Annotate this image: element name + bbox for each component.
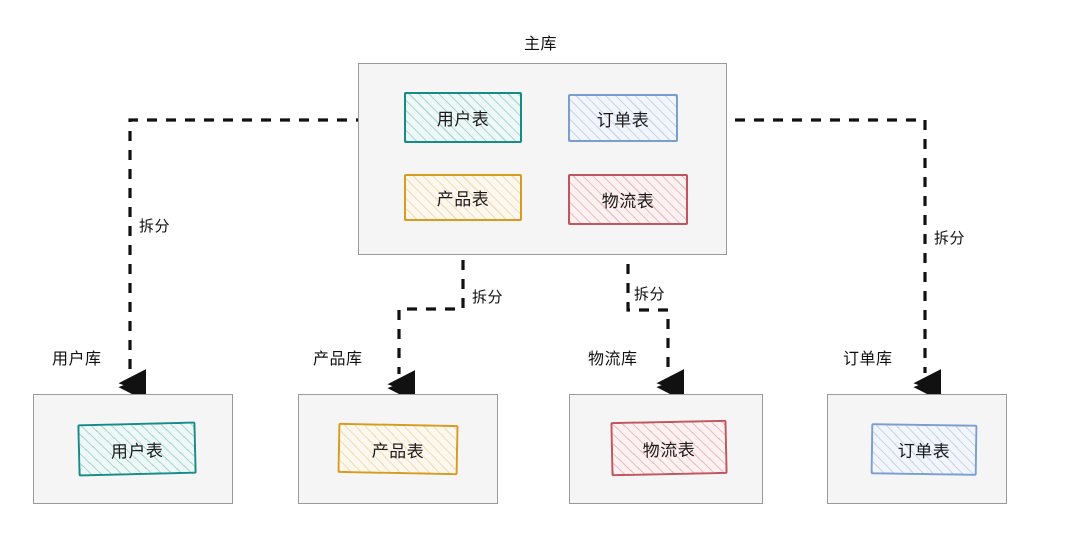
main-db-title: 主库 bbox=[524, 36, 558, 53]
edge-label-1: 拆分 bbox=[472, 289, 504, 306]
edge-label-2: 拆分 bbox=[634, 286, 666, 303]
shard-db-label-订单库: 订单库 bbox=[843, 351, 893, 368]
shard-table-用户表-0[interactable]: 用户表 bbox=[77, 421, 197, 477]
edge-label-3: 拆分 bbox=[934, 230, 966, 247]
main-table-订单表[interactable]: 订单表 bbox=[568, 94, 678, 142]
hatch-fill bbox=[406, 94, 520, 141]
shard-db-label-用户库: 用户库 bbox=[52, 351, 102, 368]
edge-label-0: 拆分 bbox=[139, 218, 171, 235]
hatch-fill bbox=[406, 176, 520, 219]
main-table-产品表[interactable]: 产品表 bbox=[404, 174, 522, 221]
shard-table-物流表-2[interactable]: 物流表 bbox=[610, 419, 728, 477]
shard-table-订单表-3[interactable]: 订单表 bbox=[870, 423, 978, 476]
shard-table-产品表-1[interactable]: 产品表 bbox=[337, 422, 459, 476]
table-label: 物流表 bbox=[642, 439, 696, 461]
shard-db-label-物流库: 物流库 bbox=[588, 351, 638, 368]
table-label: 用户表 bbox=[110, 440, 164, 462]
main-table-物流表[interactable]: 物流表 bbox=[568, 174, 688, 225]
table-label: 订单表 bbox=[596, 110, 650, 130]
table-label: 产品表 bbox=[371, 440, 425, 462]
table-label: 订单表 bbox=[897, 441, 951, 462]
shard-db-label-产品库: 产品库 bbox=[313, 351, 363, 368]
main-table-用户表[interactable]: 用户表 bbox=[404, 92, 522, 143]
hatch-fill bbox=[570, 96, 676, 140]
table-label: 物流表 bbox=[601, 192, 655, 211]
table-label: 产品表 bbox=[436, 190, 490, 209]
hatch-fill bbox=[570, 176, 686, 223]
table-label: 用户表 bbox=[436, 110, 490, 129]
